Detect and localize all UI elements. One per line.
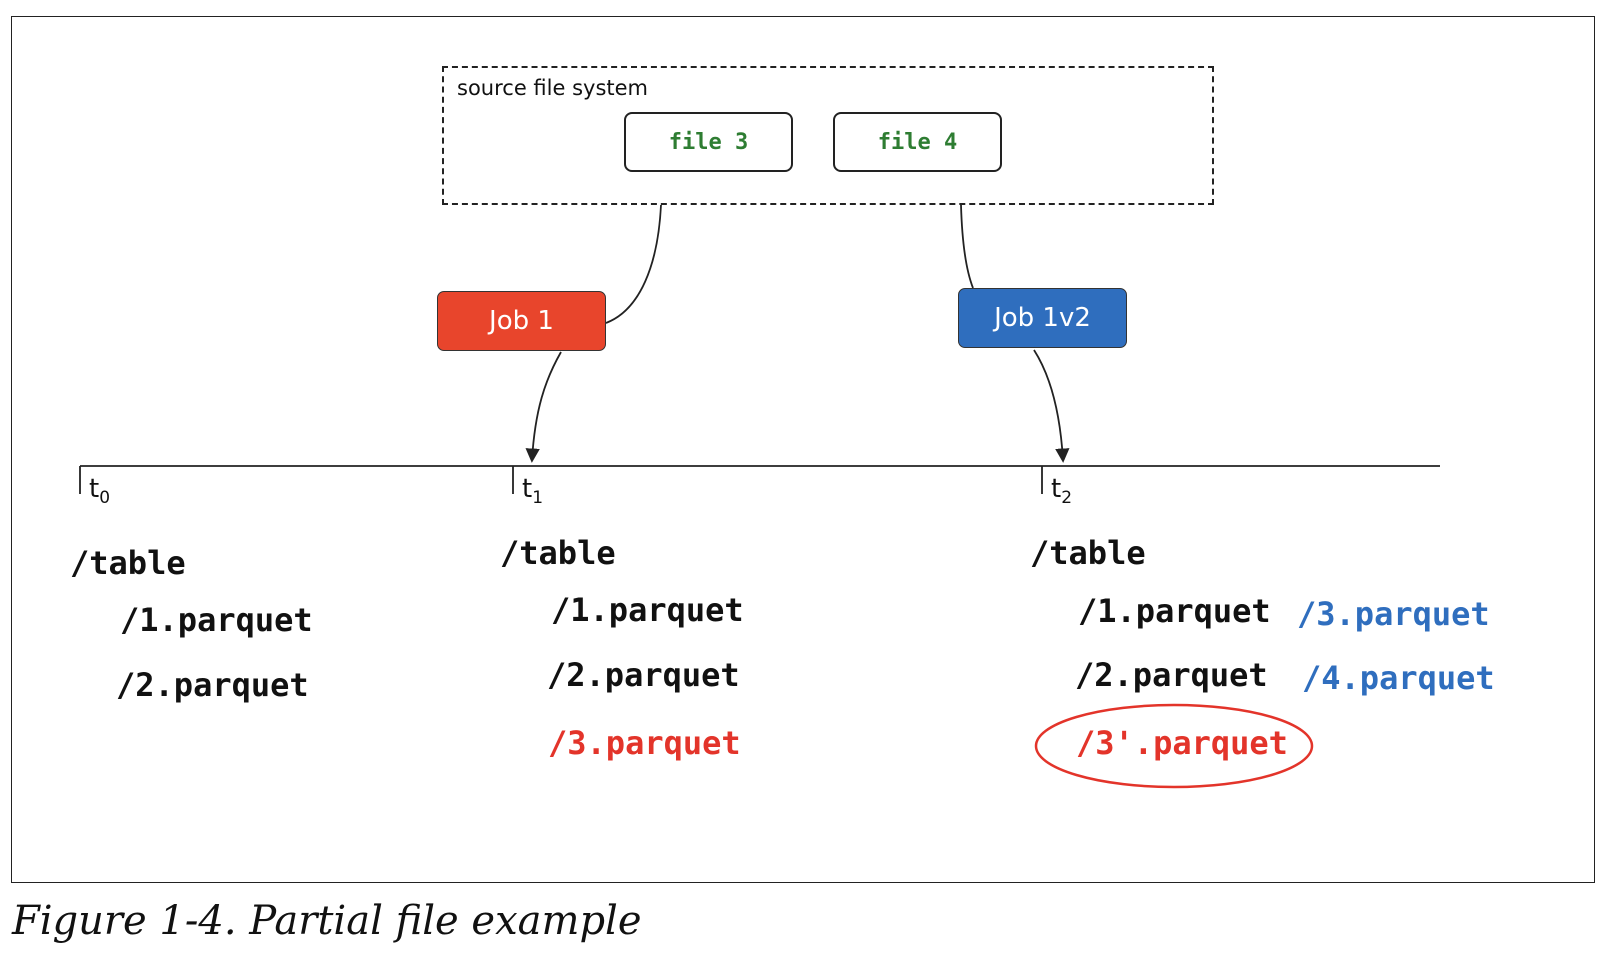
t0-file-1: /1.parquet	[120, 601, 313, 639]
tick-label-t1: t1	[522, 474, 544, 509]
t2-partial-file: /3'.parquet	[1076, 724, 1288, 762]
t0-table-dir: /table	[70, 544, 186, 582]
t1-file-1: /1.parquet	[551, 591, 744, 629]
tick-label-t0: t0	[89, 474, 111, 509]
tick-label-t2: t2	[1051, 474, 1073, 509]
job-1-box: Job 1	[437, 291, 606, 351]
figure-caption: Figure 1-4. Partial file example	[12, 898, 642, 944]
job-1v2-box: Job 1v2	[958, 288, 1127, 348]
t1-file-2: /2.parquet	[547, 656, 740, 694]
t2-file-1: /1.parquet	[1078, 592, 1271, 630]
file-4-box: file 4	[833, 112, 1002, 172]
t2-table-dir: /table	[1030, 534, 1146, 572]
t0-file-2: /2.parquet	[116, 666, 309, 704]
t2-file-2: /2.parquet	[1075, 656, 1268, 694]
t2-new-file-3: /3.parquet	[1297, 595, 1490, 633]
source-file-system-label: source file system	[457, 76, 648, 100]
t1-table-dir: /table	[500, 534, 616, 572]
t2-new-file-4: /4.parquet	[1302, 659, 1495, 697]
t1-new-file-3: /3.parquet	[548, 724, 741, 762]
file-3-box: file 3	[624, 112, 793, 172]
source-file-system-box: source file system file 3 file 4	[442, 66, 1214, 205]
figure-frame	[11, 16, 1595, 883]
